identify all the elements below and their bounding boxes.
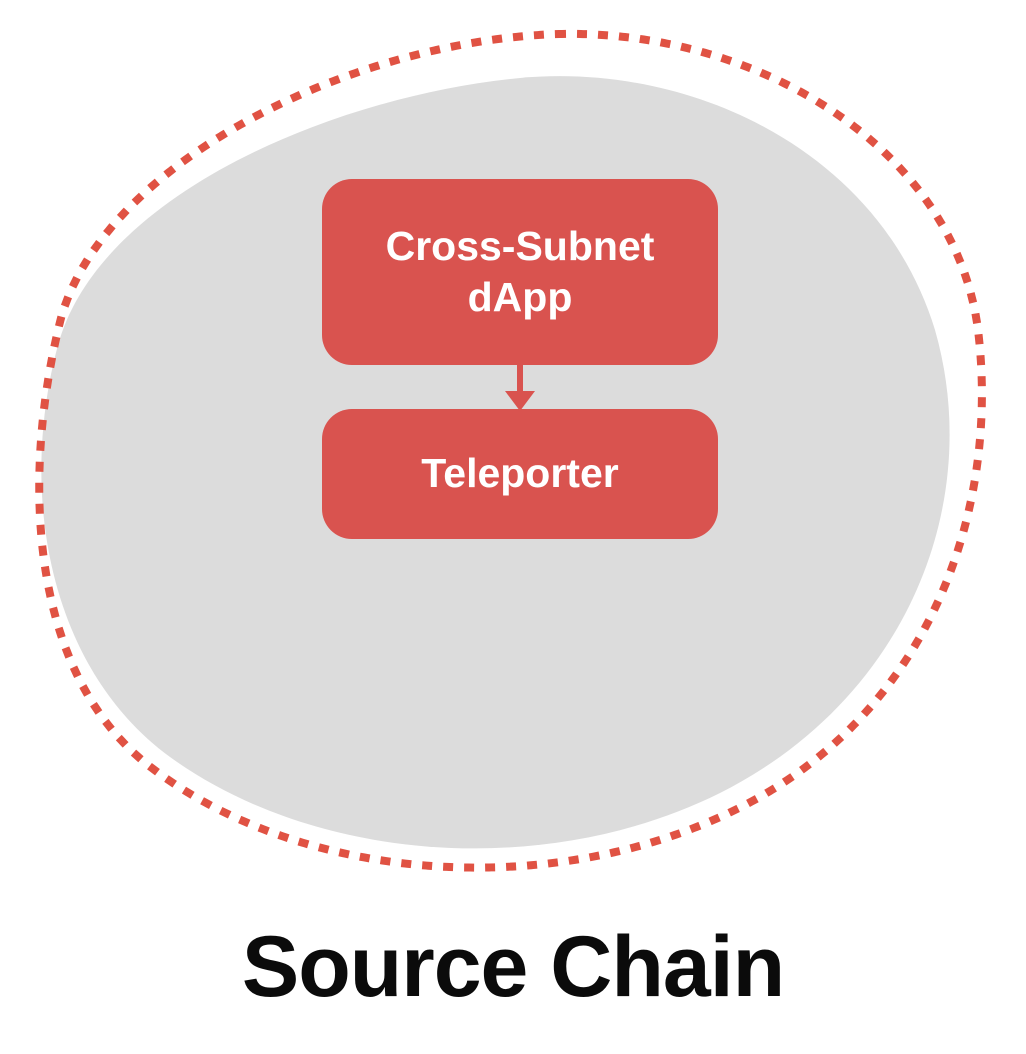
arrow-down-icon <box>505 363 535 411</box>
node-teleporter-label: Teleporter <box>421 450 619 497</box>
dotted-boundary <box>35 29 986 872</box>
node-teleporter: Teleporter <box>322 409 718 539</box>
node-cross-subnet-dapp: Cross-Subnet dApp <box>322 179 718 365</box>
node-cross-subnet-dapp-label: Cross-Subnet dApp <box>385 222 655 320</box>
diagram-title: Source Chain <box>241 919 785 1015</box>
